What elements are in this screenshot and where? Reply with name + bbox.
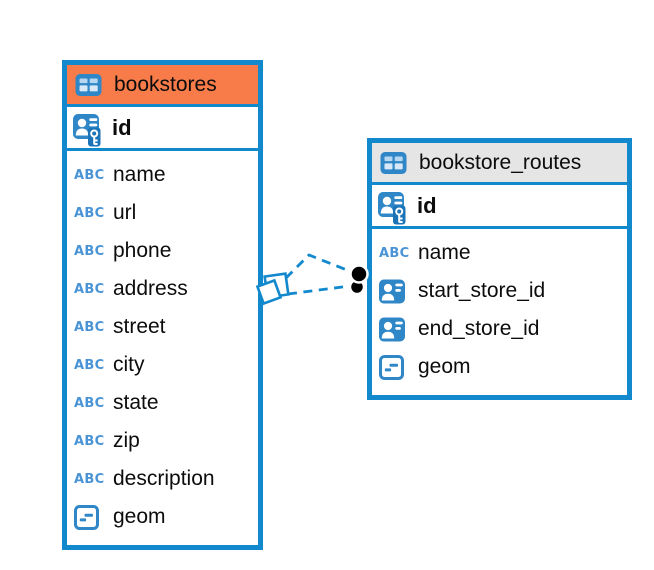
text-type-icon: ABC (74, 167, 105, 183)
column-list: ABC name ABC url ABC phone ABC address A… (67, 151, 258, 536)
text-type-icon: ABC (74, 357, 105, 373)
text-type-icon: ABC (379, 245, 410, 261)
column-name: start_store_id (418, 279, 546, 302)
column-row-name[interactable]: ABC name (67, 156, 258, 194)
column-name: address (113, 277, 188, 300)
column-list: ABC name start_store_id (372, 229, 627, 386)
column-row-id[interactable]: id (372, 185, 627, 229)
column-row-name[interactable]: ABC name (372, 234, 627, 272)
text-type-icon: ABC (74, 243, 105, 259)
geometry-type-icon (379, 354, 411, 380)
column-name: phone (113, 239, 172, 262)
column-name: street (113, 315, 166, 338)
relation-line-upper[interactable] (285, 253, 353, 279)
primary-key-icon (378, 184, 410, 228)
column-name: state (113, 391, 159, 414)
column-row-geom[interactable]: geom (372, 348, 627, 386)
reference-person-icon (379, 279, 411, 304)
text-type-icon: ABC (74, 471, 105, 487)
geometry-type-icon (74, 504, 106, 530)
column-row-address[interactable]: ABC address (67, 270, 258, 308)
table-title: bookstores (114, 72, 217, 96)
column-name: description (113, 467, 215, 490)
column-row-description[interactable]: ABC description (67, 460, 258, 498)
text-type-icon: ABC (74, 433, 105, 449)
reference-person-icon (379, 317, 411, 342)
primary-key-icon (73, 106, 105, 150)
column-row-geom[interactable]: geom (67, 498, 258, 536)
column-name: id (417, 192, 437, 218)
column-name: name (113, 163, 166, 186)
column-name: id (112, 114, 132, 140)
column-name: name (418, 241, 471, 264)
bookstore-routes-table-header[interactable]: bookstore_routes (372, 143, 627, 185)
column-name: geom (113, 505, 166, 528)
column-name: city (113, 353, 145, 376)
column-name: url (113, 201, 137, 224)
column-row-zip[interactable]: ABC zip (67, 422, 258, 460)
text-type-icon: ABC (74, 205, 105, 221)
column-row-id[interactable]: id (67, 107, 258, 151)
relation-target-dot-lower[interactable] (348, 278, 366, 296)
text-type-icon: ABC (74, 395, 105, 411)
column-row-url[interactable]: ABC url (67, 194, 258, 232)
table-title: bookstore_routes (419, 150, 582, 174)
column-row-city[interactable]: ABC city (67, 346, 258, 384)
column-row-street[interactable]: ABC street (67, 308, 258, 346)
column-row-start-store-id[interactable]: start_store_id (372, 272, 627, 310)
table-icon (75, 73, 103, 97)
relation-line-lower[interactable] (287, 284, 351, 296)
entity-table-bookstore-routes[interactable]: bookstore_routes id (367, 138, 632, 400)
column-row-phone[interactable]: ABC phone (67, 232, 258, 270)
column-name: end_store_id (418, 317, 540, 340)
relation-target-dot-upper[interactable] (349, 264, 369, 284)
text-type-icon: ABC (74, 281, 105, 297)
column-name: geom (418, 355, 471, 378)
column-name: zip (113, 429, 140, 452)
table-icon (380, 151, 408, 175)
text-type-icon: ABC (74, 319, 105, 335)
column-row-state[interactable]: ABC state (67, 384, 258, 422)
column-row-end-store-id[interactable]: end_store_id (372, 310, 627, 348)
bookstores-table-header[interactable]: bookstores (67, 65, 258, 107)
entity-table-bookstores[interactable]: bookstores id ABC (62, 60, 263, 550)
